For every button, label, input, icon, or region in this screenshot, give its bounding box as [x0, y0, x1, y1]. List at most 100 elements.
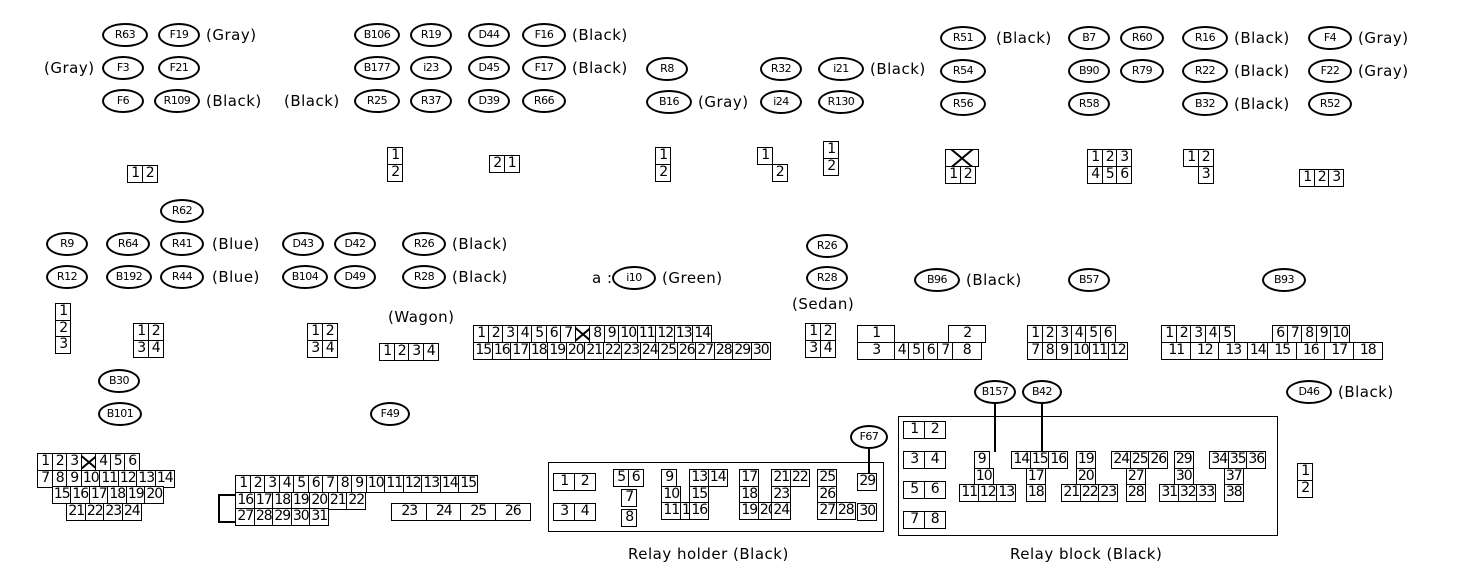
- pin-cell: 4: [147, 339, 164, 358]
- connector-tag: R28: [806, 266, 848, 290]
- leader-line: [1041, 404, 1043, 452]
- connector-row: 19: [1062, 451, 1118, 470]
- pin-cell: 2: [55, 319, 72, 338]
- connector-row: 26: [817, 485, 855, 504]
- leader-line: [994, 404, 996, 452]
- pin-cell: 32: [1177, 484, 1198, 503]
- connector-tag: F4: [1308, 26, 1352, 50]
- pin-cell: 1: [857, 325, 896, 344]
- connector-row: 3: [1184, 165, 1214, 184]
- connector-tag: R44: [160, 265, 204, 289]
- pin-cell: 18: [107, 486, 128, 505]
- connector-row: 18: [1012, 484, 1068, 503]
- pin-cell: 14: [1011, 451, 1032, 470]
- connector-row: 2: [387, 163, 404, 182]
- connector-tag: R60: [1120, 26, 1164, 50]
- connector-row: 3: [55, 336, 72, 355]
- pin-cell: 11: [1089, 341, 1110, 360]
- pin-cell: 9: [661, 469, 678, 488]
- annotation-text: (Black): [206, 92, 262, 110]
- pin-cell: 2: [387, 163, 404, 182]
- pin-cell: 1: [503, 155, 520, 174]
- connector-tag: F22: [1308, 59, 1352, 83]
- pin-cell: 21: [66, 502, 87, 521]
- pin-cell: 11: [99, 469, 120, 488]
- connector-row: 29: [1160, 451, 1216, 470]
- pin-cell: 27: [817, 502, 838, 521]
- pin-cell: 12: [402, 475, 423, 494]
- annotation-text: (Blue): [212, 235, 260, 253]
- connector-tag: R130: [818, 90, 864, 114]
- pin-cell: 6: [124, 453, 141, 472]
- pin-cell: 30: [857, 503, 878, 522]
- pin-cell: 36: [1246, 451, 1267, 470]
- bracket-line: [218, 494, 236, 496]
- pin-cell: 28: [835, 502, 856, 521]
- pin-cell: 3: [55, 336, 72, 355]
- pin-cell: 2: [1297, 479, 1314, 498]
- pin-cell: 15: [473, 341, 494, 360]
- pin-cell: 20: [309, 491, 330, 510]
- connector-row: 17: [739, 469, 777, 488]
- pin-cell: 10: [1070, 341, 1091, 360]
- pin-cell: 1: [127, 165, 144, 184]
- pin-cell: 30: [1173, 467, 1194, 486]
- connector-tag: B96: [914, 268, 960, 292]
- connector-row: 2: [1297, 479, 1314, 498]
- pin-cell: 29: [732, 341, 753, 360]
- pin-cell: 13: [136, 469, 157, 488]
- pin-cell: 28: [713, 341, 734, 360]
- connector-row: 15: [689, 485, 727, 504]
- connector-tag: D42: [334, 232, 376, 256]
- pin-cell: 10: [661, 485, 682, 504]
- annotation-text: (Blue): [212, 268, 260, 286]
- pin-cell: 4: [573, 503, 596, 522]
- connector-tag: B7: [1068, 26, 1110, 50]
- pin-cell: 19: [547, 341, 568, 360]
- pin-cell: 17: [1324, 341, 1355, 360]
- pin-cell: 13: [421, 475, 442, 494]
- pin-cell: 10: [618, 325, 639, 344]
- pin-cell: 27: [695, 341, 716, 360]
- connector-tag: R54: [940, 59, 986, 83]
- pin-cell: 35: [1227, 451, 1248, 470]
- pin-cell: 6: [922, 341, 939, 360]
- pin-cell: 29: [857, 473, 878, 492]
- connector-tag: R58: [1068, 92, 1110, 116]
- connector-tag: R28: [402, 265, 446, 289]
- pin-cell: 28: [1125, 484, 1146, 503]
- pin-cell: 10: [973, 467, 994, 486]
- pin-cell: 13: [1218, 341, 1249, 360]
- pin-cell: 3: [857, 341, 896, 360]
- pin-cell: 25: [460, 503, 497, 522]
- annotation-text: (Black): [1234, 62, 1290, 80]
- connector-tag: R12: [46, 265, 88, 289]
- pin-cell: 33: [1196, 484, 1217, 503]
